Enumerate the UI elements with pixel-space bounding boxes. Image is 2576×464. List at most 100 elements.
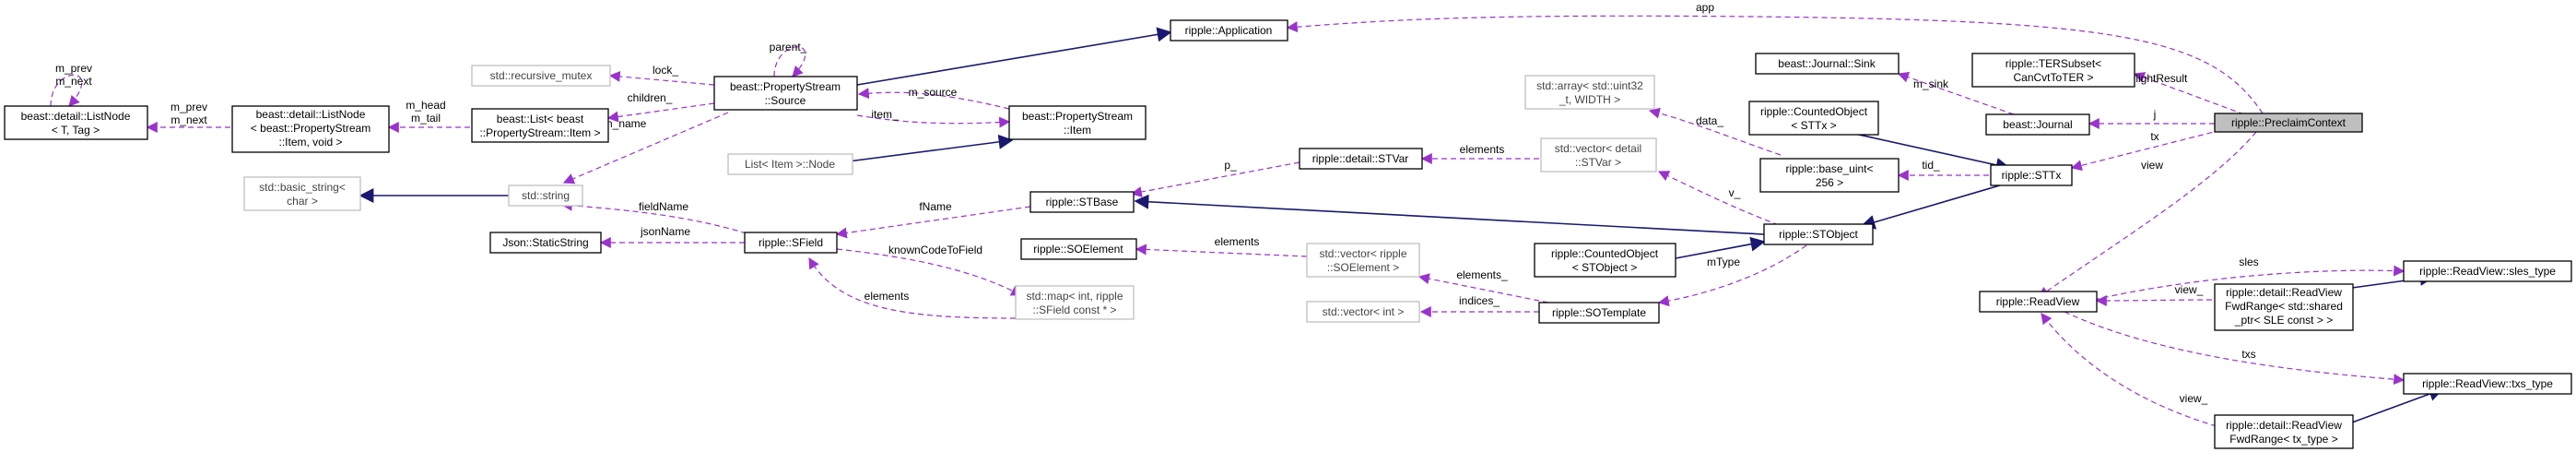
node-txs-type[interactable]: ripple::ReadView::txs_type — [2403, 373, 2572, 395]
node-vector-soelement[interactable]: std::vector< ripple ::SOElement > — [1306, 243, 1420, 278]
svg-text:std::array< std::uint32: std::array< std::uint32 — [1536, 79, 1643, 92]
svg-text:Json::StaticString: Json::StaticString — [502, 236, 588, 249]
edge-source-to-application — [856, 27, 1172, 86]
edge-label-elements-stvar: elements — [1460, 143, 1505, 156]
svg-text:FwdRange< tx_type >: FwdRange< tx_type > — [2229, 433, 2337, 446]
node-map-sfield[interactable]: std::map< int, ripple ::SField const * > — [1015, 285, 1135, 320]
node-listnode-item[interactable]: beast::detail::ListNode < beast::Propert… — [231, 105, 390, 153]
edge-source-to-string — [562, 112, 729, 184]
node-propertystream-item[interactable]: beast::PropertyStream ::Item — [1008, 105, 1147, 140]
svg-text:FwdRange< std::shared: FwdRange< std::shared — [2225, 300, 2343, 313]
node-tersubset[interactable]: ripple::TERSubset< CanCvtToTER > — [1971, 53, 2135, 88]
node-propertystream-source[interactable]: beast::PropertyStream ::Source — [713, 76, 858, 111]
svg-text:::STVar >: ::STVar > — [1575, 156, 1621, 169]
node-vector-stvar[interactable]: std::vector< detail ::STVar > — [1540, 137, 1657, 173]
edge-label-children: children_ — [628, 91, 673, 104]
node-std-string[interactable]: std::string — [508, 184, 583, 207]
node-countedobject-stobject[interactable]: ripple::CountedObject < STObject > — [1534, 243, 1676, 278]
svg-text:ripple::STBase: ripple::STBase — [1046, 196, 1119, 208]
node-recursive-mutex[interactable]: std::recursive_mutex — [471, 65, 611, 87]
svg-text:ripple::detail::ReadView: ripple::detail::ReadView — [2226, 286, 2342, 299]
edge-label-view-sles: view_ — [2175, 283, 2204, 296]
edge-label-knowncodetofield: knownCodeToField — [888, 244, 982, 256]
node-journal[interactable]: beast::Journal — [1985, 113, 2090, 136]
edges: m_prev m_next m_prev m_next m_head m_tai… — [50, 1, 2444, 427]
svg-text:ripple::SOElement: ripple::SOElement — [1033, 243, 1123, 256]
edge-stbase-to-sfield — [835, 206, 1031, 239]
node-application[interactable]: ripple::Application — [1170, 19, 1288, 42]
node-fwdrange-sle[interactable]: ripple::detail::ReadView FwdRange< std::… — [2214, 283, 2354, 331]
svg-text:beast::PropertyStream: beast::PropertyStream — [1022, 110, 1133, 123]
svg-text:beast::Journal::Sink: beast::Journal::Sink — [1778, 57, 1876, 70]
edge-preclaim-to-readview — [2038, 131, 2257, 298]
svg-text:< beast::PropertyStream: < beast::PropertyStream — [251, 122, 371, 135]
node-list-item[interactable]: beast::List< beast ::PropertyStream::Ite… — [471, 108, 609, 143]
svg-text:::Item: ::Item — [1064, 124, 1091, 137]
edge-label-app: app — [1696, 1, 1714, 14]
node-json-staticstring[interactable]: Json::StaticString — [489, 232, 602, 254]
node-soelement[interactable]: ripple::SOElement — [1020, 238, 1137, 260]
edge-label-m-source: m_source — [909, 86, 958, 99]
node-journal-sink[interactable]: beast::Journal::Sink — [1755, 53, 1900, 75]
node-readview[interactable]: ripple::ReadView — [1979, 291, 2098, 313]
edge-stobject-to-sotemplate — [1657, 244, 1807, 307]
edge-sfield-to-string — [560, 199, 747, 234]
svg-text:beast::PropertyStream: beast::PropertyStream — [730, 80, 841, 93]
edge-fwdtx-to-readview — [2041, 313, 2217, 427]
node-sotemplate[interactable]: ripple::SOTemplate — [1538, 302, 1660, 324]
svg-text:beast::detail::ListNode: beast::detail::ListNode — [21, 110, 131, 123]
edge-baseuint-to-array — [1648, 107, 1782, 156]
edge-label-lock: lock_ — [653, 64, 678, 77]
node-preclaimcontext[interactable]: ripple::PreclaimContext — [2214, 113, 2363, 133]
edge-label-view-txs: view_ — [2180, 392, 2208, 405]
edge-label-j: j — [2153, 108, 2157, 121]
node-sfield[interactable]: ripple::SField — [744, 232, 838, 254]
edge-stvar-to-stbase — [1130, 161, 1300, 197]
edge-countedobject-sttx-to-sttx — [1833, 128, 2011, 173]
edge-label-elements-map: elements — [865, 290, 910, 303]
svg-text:::SField const * >: ::SField const * > — [1032, 303, 1116, 316]
svg-text:CanCvtToTER >: CanCvtToTER > — [2013, 71, 2093, 84]
node-stbase[interactable]: ripple::STBase — [1029, 191, 1135, 213]
edge-label-sles: sles — [2239, 256, 2258, 268]
node-listnode[interactable]: beast::detail::ListNode < T, Tag > — [4, 105, 148, 140]
edge-label-m-head: m_head — [406, 99, 445, 112]
svg-text:std::map< int, ripple: std::map< int, ripple — [1026, 290, 1123, 303]
node-fwdrange-tx[interactable]: ripple::detail::ReadView FwdRange< tx_ty… — [2214, 414, 2354, 449]
svg-text:_t, WIDTH >: _t, WIDTH > — [1559, 93, 1620, 106]
node-sttx[interactable]: ripple::STTx — [1990, 164, 2073, 186]
edge-label-tid: tid_ — [1922, 159, 1940, 172]
svg-text:ripple::detail::ReadView: ripple::detail::ReadView — [2226, 419, 2342, 432]
node-sles-type[interactable]: ripple::ReadView::sles_type — [2403, 260, 2572, 282]
edge-label-item: item_ — [871, 108, 899, 121]
edge-label-p: p_ — [1224, 159, 1237, 172]
edge-readview-to-txs — [2064, 311, 2405, 386]
edge-label-fieldname: fieldName — [639, 200, 688, 213]
edge-label-m-prev: m_prev — [55, 62, 92, 75]
edge-source-to-item — [856, 114, 1011, 128]
edge-label-parent: parent_ — [770, 41, 807, 54]
edge-label-indices: indices_ — [1459, 294, 1500, 307]
edge-label-data: data_ — [1696, 114, 1723, 127]
node-basic-string[interactable]: std::basic_string< char > — [243, 176, 361, 211]
node-stobject[interactable]: ripple::STObject — [1763, 223, 1874, 245]
edge-label-m-name: m_name — [604, 117, 647, 130]
svg-text:::PropertyStream::Item >: ::PropertyStream::Item > — [479, 126, 600, 139]
node-base-uint[interactable]: ripple::base_uint< 256 > — [1759, 158, 1900, 193]
svg-text:ripple::PreclaimContext: ripple::PreclaimContext — [2231, 116, 2347, 129]
edge-label-elements-soelement: elements — [1215, 235, 1260, 248]
node-list-item-node[interactable]: List< Item >::Node — [727, 153, 853, 175]
svg-text:std::basic_string<: std::basic_string< — [259, 181, 346, 194]
edge-label-tx: tx — [2150, 130, 2158, 143]
node-stvar[interactable]: ripple::detail::STVar — [1299, 148, 1423, 170]
svg-text:ripple::ReadView::sles_type: ripple::ReadView::sles_type — [2419, 265, 2556, 278]
svg-text:ripple::Application: ripple::Application — [1185, 24, 1273, 37]
node-vector-int[interactable]: std::vector< int > — [1306, 301, 1420, 323]
edge-label-fname: fName — [919, 200, 952, 213]
edge-label-elements-sotemplate: elements_ — [1456, 268, 1508, 281]
svg-text:beast::List< beast: beast::List< beast — [497, 113, 584, 125]
node-countedobject-sttx[interactable]: ripple::CountedObject < STTx > — [1748, 101, 1879, 136]
node-array-uint32[interactable]: std::array< std::uint32 _t, WIDTH > — [1524, 75, 1655, 110]
svg-text:ripple::ReadView::txs_type: ripple::ReadView::txs_type — [2422, 377, 2553, 390]
